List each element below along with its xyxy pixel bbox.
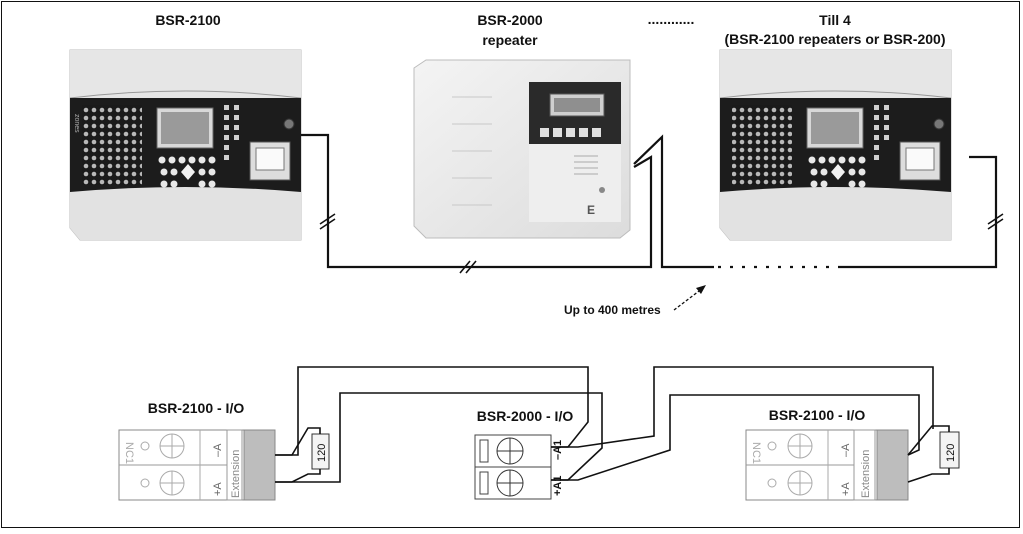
bsr2100-panel-right: [719, 49, 952, 241]
title-repeater: repeater: [482, 32, 538, 48]
terminal-minus-a1: –A1: [552, 440, 564, 460]
svg-text:120: 120: [945, 444, 957, 462]
extension-label: Extension: [230, 450, 242, 498]
bsr2000-repeater: E: [413, 59, 631, 239]
key-lock-icon-right: [933, 118, 945, 130]
resistor-right: 120: [907, 425, 960, 483]
terminal-plus-a-right: +A: [840, 482, 852, 496]
zone-led-grid-right: [732, 105, 792, 185]
title-dots: ............: [648, 11, 695, 27]
terminal-minus-a: –A: [212, 443, 224, 457]
terminal-minus-a-right: –A: [840, 443, 852, 457]
distance-label: Up to 400 metres: [564, 303, 661, 317]
repeater-buttons: [540, 128, 601, 137]
io-title-left: BSR-2100 - I/O: [148, 400, 245, 416]
keypad-right: [808, 156, 866, 188]
svg-text:120: 120: [316, 444, 328, 462]
svg-text:E: E: [587, 203, 595, 217]
io-title-middle: BSR-2000 - I/O: [477, 408, 574, 424]
title-till4-detail: (BSR-2100 repeaters or BSR-200): [725, 31, 946, 47]
title-till4: Till 4: [819, 12, 851, 28]
bsr2100-panel-left: zones: [69, 49, 302, 241]
io-title-right: BSR-2100 - I/O: [769, 407, 866, 423]
distance-arrow: [673, 285, 706, 311]
keypad: [158, 156, 216, 188]
key-lock-icon: [283, 118, 295, 130]
terminal-plus-a: +A: [212, 482, 224, 496]
terminal-plus-a1: +A1: [552, 476, 564, 497]
zone-led-grid: [82, 105, 142, 185]
title-bsr2000: BSR-2000: [477, 12, 543, 28]
svg-text:NC1: NC1: [123, 442, 135, 464]
io-terminal-middle: –A1 +A1: [474, 434, 564, 500]
status-leds: [224, 105, 239, 160]
io-terminal-left: NC1 –A +A Extension: [118, 429, 276, 501]
extension-label-right: Extension: [860, 450, 872, 498]
svg-text:NC1: NC1: [750, 442, 762, 464]
io-terminal-right: NC1 –A +A Extension: [745, 429, 909, 501]
bus-cable-bottom: [275, 366, 934, 483]
cable-break-marks: [319, 213, 1004, 274]
zones-label: zones: [73, 114, 80, 133]
bus-cable-top: [301, 133, 1004, 274]
title-bsr2100-left: BSR-2100: [155, 12, 221, 28]
